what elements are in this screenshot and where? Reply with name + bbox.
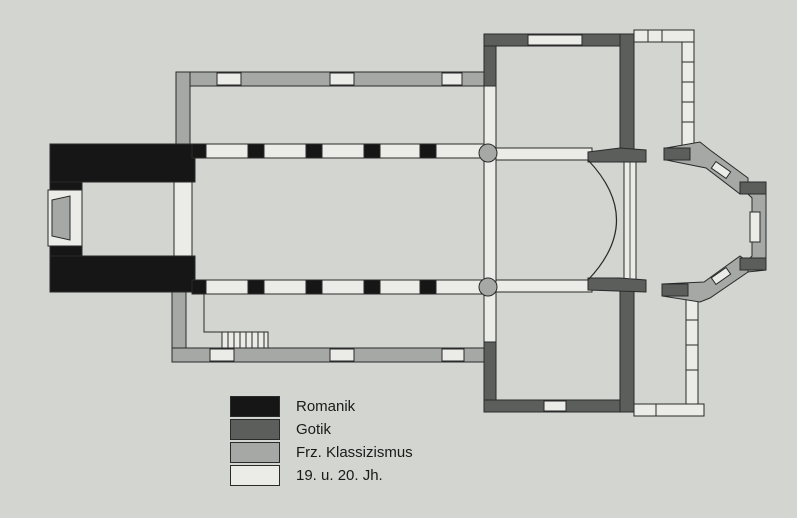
legend-swatch [230,396,280,417]
legend-label: Frz. Klassizismus [296,444,413,461]
legend-item-romanik: Romanik [230,395,413,418]
legend-label: Romanik [296,398,356,415]
legend-item-19-20-jh: 19. u. 20. Jh. [230,464,413,487]
legend-item-gotik: Gotik [230,418,413,441]
south-aisle-walls [171,291,489,363]
legend-swatch [230,419,280,440]
legend-label: 19. u. 20. Jh. [296,467,383,484]
north-aisle-walls [175,71,489,145]
legend-swatch [230,442,280,463]
crossing-pier-south [478,277,498,297]
romanesque-tower [47,143,196,293]
crossing-walls [483,33,647,413]
legend-swatch [230,465,280,486]
choir-apse-walls [633,29,767,417]
legend-label: Gotik [296,421,332,438]
stair-steps [203,292,269,349]
north-arcade [191,143,489,159]
legend-item-klassizismus: Frz. Klassizismus [230,441,413,464]
legend: Romanik Gotik Frz. Klassizismus 19. u. 2… [230,395,413,487]
south-arcade [191,279,489,295]
crossing-pier-north [478,143,498,163]
